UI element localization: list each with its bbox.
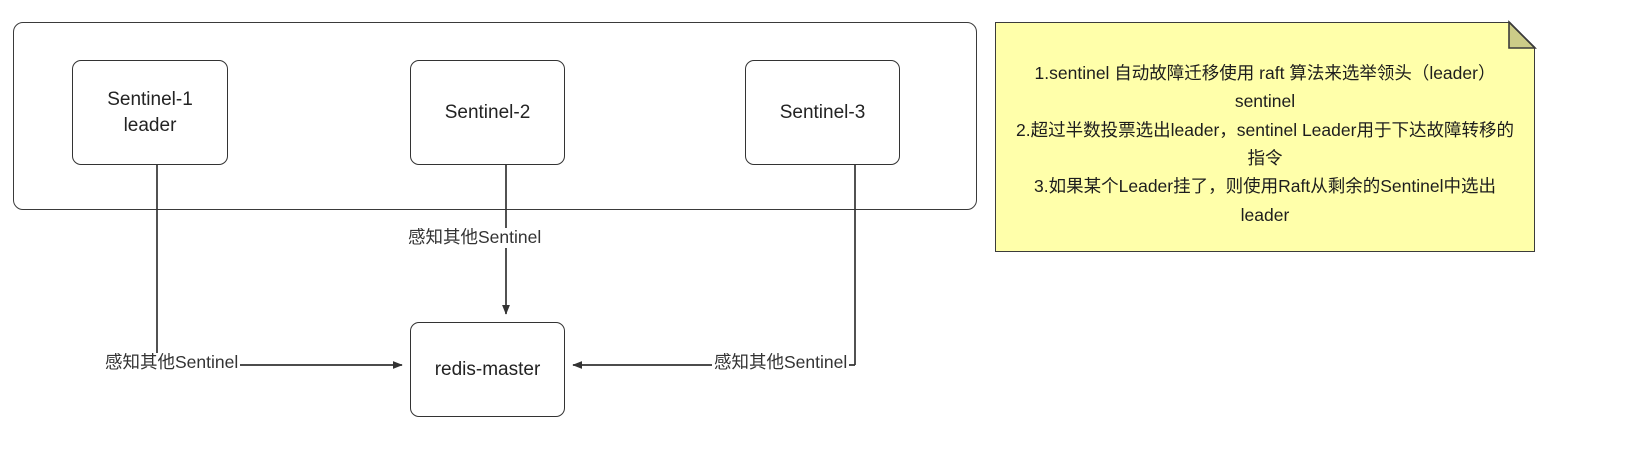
sentinel-cluster-container bbox=[13, 22, 977, 210]
node-redis-master[interactable]: redis-master bbox=[410, 322, 565, 417]
raft-explanation-note: 1.sentinel 自动故障迁移使用 raft 算法来选举领头（leader）… bbox=[995, 22, 1535, 252]
edge-sentinel-3-to-master bbox=[572, 165, 856, 369]
edge-label-sentinel-1: 感知其他Sentinel bbox=[103, 352, 241, 373]
node-sentinel-3[interactable]: Sentinel-3 bbox=[745, 60, 900, 165]
node-sentinel-2[interactable]: Sentinel-2 bbox=[410, 60, 565, 165]
node-sentinel-1[interactable]: Sentinel-1 leader bbox=[72, 60, 228, 165]
edge-sentinel-1-to-master bbox=[156, 165, 403, 369]
edge-label-sentinel-3: 感知其他Sentinel bbox=[712, 352, 850, 373]
raft-note-text: 1.sentinel 自动故障迁移使用 raft 算法来选举领头（leader）… bbox=[1016, 63, 1514, 225]
edge-label-sentinel-2: 感知其他Sentinel bbox=[406, 227, 544, 248]
